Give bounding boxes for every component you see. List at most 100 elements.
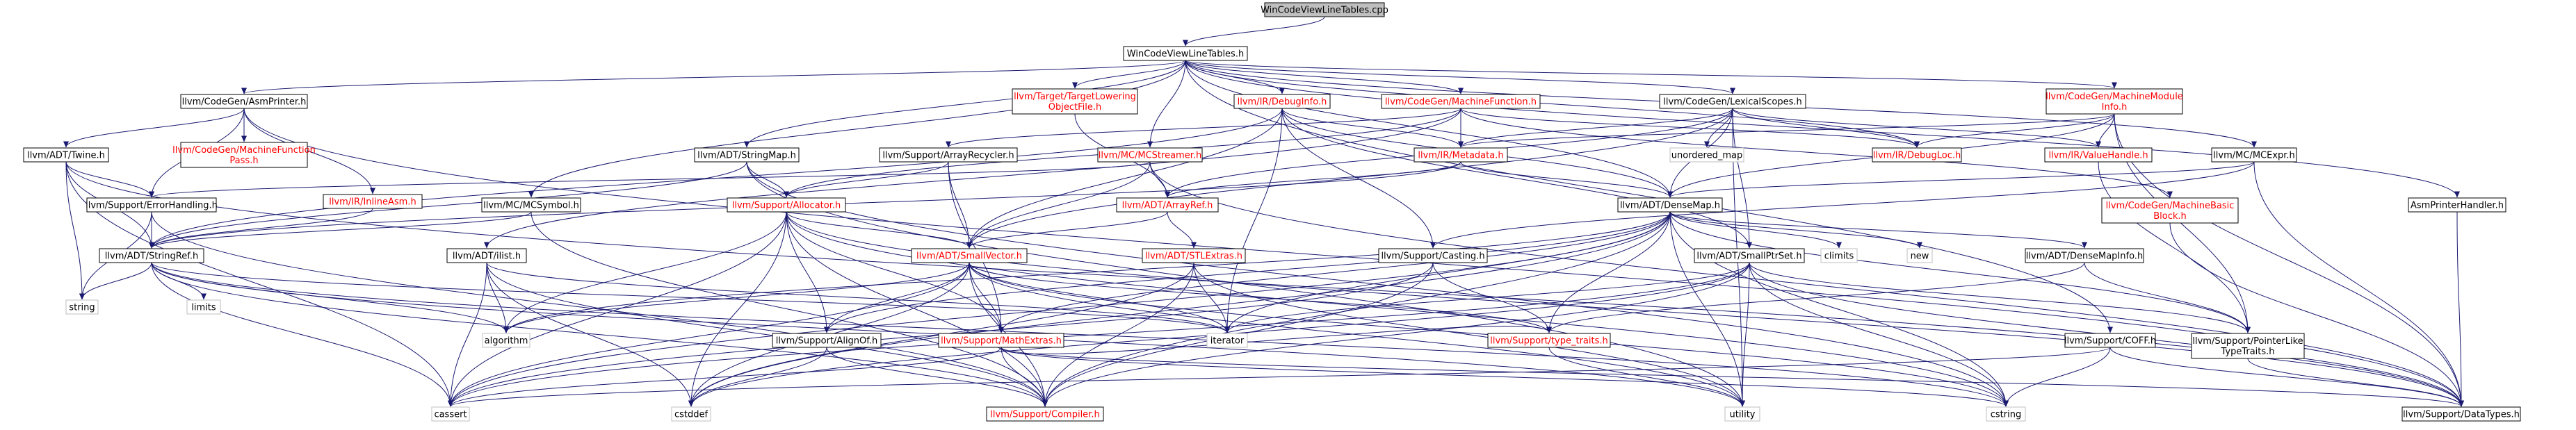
node-smallvector-h[interactable]: llvm/ADT/SmallVector.h bbox=[911, 248, 1028, 263]
edge-stlextras_h-to-iterator bbox=[1193, 262, 1230, 333]
edge-mcexpr_h-to-densemap_h bbox=[1667, 161, 2255, 198]
edge-alignof_h-to-cstddef bbox=[688, 347, 827, 407]
node-compiler-h[interactable]: llvm/Support/Compiler.h bbox=[986, 406, 1104, 422]
node-box bbox=[2101, 197, 2239, 224]
node-valuehandle-h[interactable]: llvm/IR/ValueHandle.h bbox=[2044, 147, 2153, 163]
node-label: llvm/Support/Allocator.h bbox=[732, 201, 841, 211]
node-utility: utility bbox=[1724, 406, 1760, 422]
node-twine-h[interactable]: llvm/ADT/Twine.h bbox=[23, 147, 109, 163]
node-label: llvm/Support/ArrayRecycler.h bbox=[882, 151, 1014, 161]
edge-mcstreamer_h-to-smallvector_h bbox=[966, 161, 1151, 249]
node-mcexpr-h[interactable]: llvm/MC/MCExpr.h bbox=[2211, 147, 2297, 163]
node-mathextras-h[interactable]: llvm/Support/MathExtras.h bbox=[938, 333, 1064, 348]
node-label: cassert bbox=[434, 410, 467, 420]
edge-smallptrset_h-to-cassert bbox=[448, 262, 1750, 407]
node-stlextras-h[interactable]: llvm/ADT/STLExtras.h bbox=[1142, 248, 1246, 263]
edge-inlineasm_h-to-stringref_h bbox=[149, 208, 373, 249]
node-casting-h[interactable]: llvm/Support/Casting.h bbox=[1378, 248, 1488, 263]
node-coff-h[interactable]: llvm/Support/COFF.h bbox=[2064, 333, 2156, 348]
node-box bbox=[180, 142, 308, 168]
node-box bbox=[1142, 248, 1246, 263]
node-root[interactable]: WinCodeViewLineTables.cpp bbox=[1261, 2, 1388, 17]
node-lexicalscopes-h[interactable]: llvm/CodeGen/LexicalScopes.h bbox=[1659, 94, 1806, 109]
edge-wcvlt_h-to-mcstreamer_h bbox=[1147, 60, 1186, 148]
node-box bbox=[186, 299, 221, 315]
node-box bbox=[2401, 406, 2521, 422]
node-box bbox=[323, 194, 423, 209]
edge-wcvlt_h-to-mcsymbol_h bbox=[528, 60, 1186, 198]
node-arrayrecycler-h[interactable]: llvm/Support/ArrayRecycler.h bbox=[879, 147, 1018, 163]
node-metadata-h[interactable]: llvm/IR/Metadata.h bbox=[1413, 147, 1508, 163]
node-typetraits-h[interactable]: llvm/Support/type_traits.h bbox=[1487, 333, 1611, 348]
node-stringmap-h[interactable]: llvm/ADT/StringMap.h bbox=[694, 147, 800, 163]
edge-allocator_h-to-algorithm bbox=[503, 211, 787, 333]
edge-mcsymbol_h-to-compiler_h bbox=[530, 211, 1048, 407]
node-box bbox=[431, 406, 470, 422]
node-unordered-map: unordered_map bbox=[1669, 147, 1744, 163]
node-mcsymbol-h[interactable]: llvm/MC/MCSymbol.h bbox=[481, 197, 581, 213]
edge-arrayref_h-to-smallvector_h bbox=[966, 211, 1168, 249]
edge-densemap_h-to-new bbox=[1669, 211, 1922, 249]
edge-arrayrecycler_h-to-smallvector_h bbox=[948, 161, 972, 249]
node-label: iterator bbox=[1210, 336, 1245, 347]
edge-arrayrecycler_h-to-allocator_h bbox=[784, 161, 949, 198]
node-inlineasm-h[interactable]: llvm/IR/InlineAsm.h bbox=[323, 194, 423, 209]
node-box bbox=[1116, 197, 1219, 213]
node-datatypes-h[interactable]: llvm/Support/DataTypes.h bbox=[2401, 406, 2521, 422]
edge-smallvector_h-to-cassert bbox=[448, 262, 970, 407]
node-box bbox=[1097, 147, 1203, 163]
node-label: llvm/ADT/Twine.h bbox=[27, 151, 105, 161]
edge-stringmap_h-to-cstring bbox=[746, 161, 2009, 407]
node-asmprinter-h[interactable]: llvm/CodeGen/AsmPrinter.h bbox=[180, 94, 308, 109]
edge-coff_h-to-cstring bbox=[2003, 347, 2111, 407]
edge-densemap_h-to-iterator bbox=[1224, 211, 1671, 333]
edge-densemap_h-to-pointerlike_h bbox=[1669, 211, 2251, 333]
node-mcstreamer-h[interactable]: llvm/MC/MCStreamer.h bbox=[1097, 147, 1203, 163]
node-label: llvm/CodeGen/MachineBasic bbox=[2106, 201, 2235, 211]
node-iterator: iterator bbox=[1206, 333, 1248, 348]
node-alignof-h[interactable]: llvm/Support/AlignOf.h bbox=[772, 333, 882, 348]
node-cassert: cassert bbox=[431, 406, 470, 422]
node-stringref-h[interactable]: llvm/ADT/StringRef.h bbox=[99, 248, 204, 263]
edge-mathextras_h-to-compiler_h bbox=[1001, 347, 1048, 407]
node-box bbox=[1820, 248, 1858, 263]
node-label: TypeTraits.h bbox=[2220, 347, 2274, 357]
node-box bbox=[2408, 197, 2506, 213]
node-smallptrset-h[interactable]: llvm/ADT/SmallPtrSet.h bbox=[1694, 248, 1805, 263]
node-label: llvm/Support/PointerLike bbox=[2192, 336, 2303, 347]
node-box bbox=[2044, 147, 2153, 163]
edge-densemap_h-to-cstddef bbox=[688, 211, 1671, 407]
node-errorhandling-h[interactable]: llvm/Support/ErrorHandling.h bbox=[86, 197, 218, 213]
node-box bbox=[1694, 248, 1805, 263]
edge-allocator_h-to-cstddef bbox=[688, 211, 787, 407]
node-debugloc-h[interactable]: llvm/IR/DebugLoc.h bbox=[1872, 147, 1962, 163]
node-box bbox=[938, 333, 1064, 348]
node-label: llvm/ADT/ilist.h bbox=[453, 251, 521, 262]
node-densemapinfo-h[interactable]: llvm/ADT/DenseMapInfo.h bbox=[2025, 248, 2144, 263]
node-cstring: cstring bbox=[1986, 406, 2026, 422]
edge-densemap_h-to-algorithm bbox=[503, 211, 1671, 333]
node-label: limits bbox=[191, 303, 216, 313]
node-debuginfo-h[interactable]: llvm/IR/DebugInfo.h bbox=[1233, 94, 1331, 109]
node-densemap-h[interactable]: llvm/ADT/DenseMap.h bbox=[1617, 197, 1723, 213]
node-box bbox=[482, 333, 530, 348]
node-asmprinterhandler-h[interactable]: AsmPrinterHandler.h bbox=[2408, 197, 2506, 213]
edge-lexicalscopes_h-to-unordered_map bbox=[1704, 108, 1733, 148]
node-label: Pass.h bbox=[229, 156, 258, 166]
node-arrayref-h[interactable]: llvm/ADT/ArrayRef.h bbox=[1116, 197, 1219, 213]
node-allocator-h[interactable]: llvm/Support/Allocator.h bbox=[727, 197, 846, 213]
node-box bbox=[86, 197, 217, 213]
edge-errorhandling_h-to-compiler_h bbox=[151, 211, 1048, 407]
node-wcvlt-h[interactable]: WinCodeViewLineTables.h bbox=[1123, 46, 1248, 61]
edge-asmprinterhandler_h-to-datatypes_h bbox=[2456, 211, 2464, 407]
node-box bbox=[911, 248, 1028, 263]
node-machinefunction-h[interactable]: llvm/CodeGen/MachineFunction.h bbox=[1381, 94, 1541, 109]
node-label: llvm/ADT/StringMap.h bbox=[697, 151, 796, 161]
node-ilist-h[interactable]: llvm/ADT/ilist.h bbox=[446, 248, 527, 263]
node-box bbox=[481, 197, 581, 213]
